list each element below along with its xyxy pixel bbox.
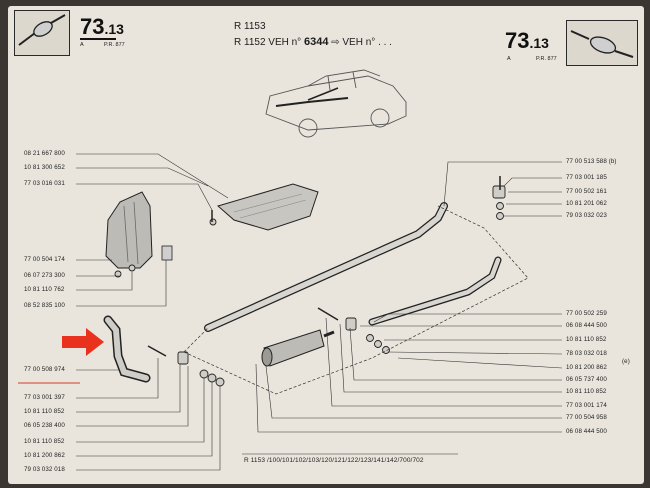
muffler-thumbnail-icon (570, 30, 634, 58)
left-leaders (76, 153, 229, 471)
part-label-left: 10 81 200 862 (24, 452, 65, 459)
page-number-suffix: .13 (529, 35, 549, 51)
part-label-left: 10 81 300 652 (24, 164, 65, 171)
part-label-left: 77 00 504 174 (24, 256, 65, 263)
part-label-right: 77 00 513 588 (b) (566, 158, 617, 165)
part-label-left: 06 05 238 400 (24, 422, 65, 429)
part-label-left: 08 21 667 800 (24, 150, 65, 157)
page-number-left: 73.13 (80, 14, 124, 40)
page-sub-b-right: P.R. 877 (536, 56, 557, 62)
heat-shield-bracket (105, 191, 153, 269)
part-label-right: 10 81 110 852 (566, 336, 607, 343)
red-arrow-icon (62, 328, 104, 356)
part-label-left: 77 00 508 974 (24, 366, 65, 373)
part-label-right: 77 00 502 161 (566, 188, 607, 195)
silencer (261, 329, 335, 367)
page-number-suffix: .13 (104, 21, 124, 37)
part-label-right: 78 03 032 018 (566, 350, 607, 357)
part-label-right: 77 00 502 259 (566, 310, 607, 317)
part-label-right: 77 03 001 174 (566, 402, 607, 409)
page-number-main: 73 (505, 28, 530, 53)
part-label-left: 79 03 032 018 (24, 466, 65, 473)
model-line-2-suffix: ⇨ VEH n° . . . (331, 37, 392, 48)
part-label-right: 79 03 032 023 (566, 212, 607, 219)
mounts (114, 185, 506, 387)
part-label-right: 77 03 001 185 (566, 174, 607, 181)
part-label-left: 10 81 110 852 (24, 408, 65, 415)
footer-models: R 1153 /100/101/102/103/120/121/122/123/… (244, 457, 424, 464)
heat-shield-upper (216, 183, 319, 231)
model-line-1: R 1153 (234, 21, 266, 32)
page-number-rule-left (80, 38, 116, 40)
part-label-left: 10 81 110 852 (24, 438, 65, 445)
vehicle-number: 6344 (303, 36, 329, 48)
page-number-right: 73.13 (505, 28, 549, 54)
part-label-right: 06 08 444 500 (566, 428, 607, 435)
note-e: (e) (622, 358, 630, 365)
catalog-page: 73.13 A P.R. 877 R 1153 R 1152 VEH n° 63… (8, 6, 644, 484)
exhaust-thumbnail-right (566, 20, 638, 66)
part-label-right: 10 81 201 062 (566, 200, 607, 207)
right-leaders (255, 161, 563, 433)
exploded-diagram (18, 69, 563, 471)
muffler-thumbnail-icon (18, 14, 66, 46)
model-line-2-prefix: R 1152 VEH n° (234, 37, 302, 48)
guide-lines (183, 205, 529, 395)
part-label-right: 06 05 737 400 (566, 376, 607, 383)
page-sub-b-left: P.R. 877 (104, 42, 125, 48)
part-label-right: 10 81 110 852 (566, 388, 607, 395)
exhaust-thumbnail-left (14, 10, 70, 56)
part-label-left: 08 52 835 100 (24, 302, 65, 309)
part-label-left: 77 03 016 031 (24, 180, 65, 187)
page-sub-a-left: A (80, 42, 84, 48)
tail-pipe (368, 256, 502, 326)
part-label-left: 77 03 001 397 (24, 394, 65, 401)
part-label-left: 06 07 273 300 (24, 272, 65, 279)
car-illustration (265, 69, 407, 138)
part-label-right: 77 00 504 958 (566, 414, 607, 421)
part-label-right: 06 08 444 500 (566, 322, 607, 329)
page-number-main: 73 (80, 14, 105, 39)
bolts (147, 176, 501, 357)
part-label-left: 10 81 110 762 (24, 286, 65, 293)
page-sub-a-right: A (507, 56, 511, 62)
part-label-right: 10 81 200 862 (566, 364, 607, 371)
model-line-2: R 1152 VEH n° 6344 ⇨ VEH n° . . . (234, 36, 392, 48)
